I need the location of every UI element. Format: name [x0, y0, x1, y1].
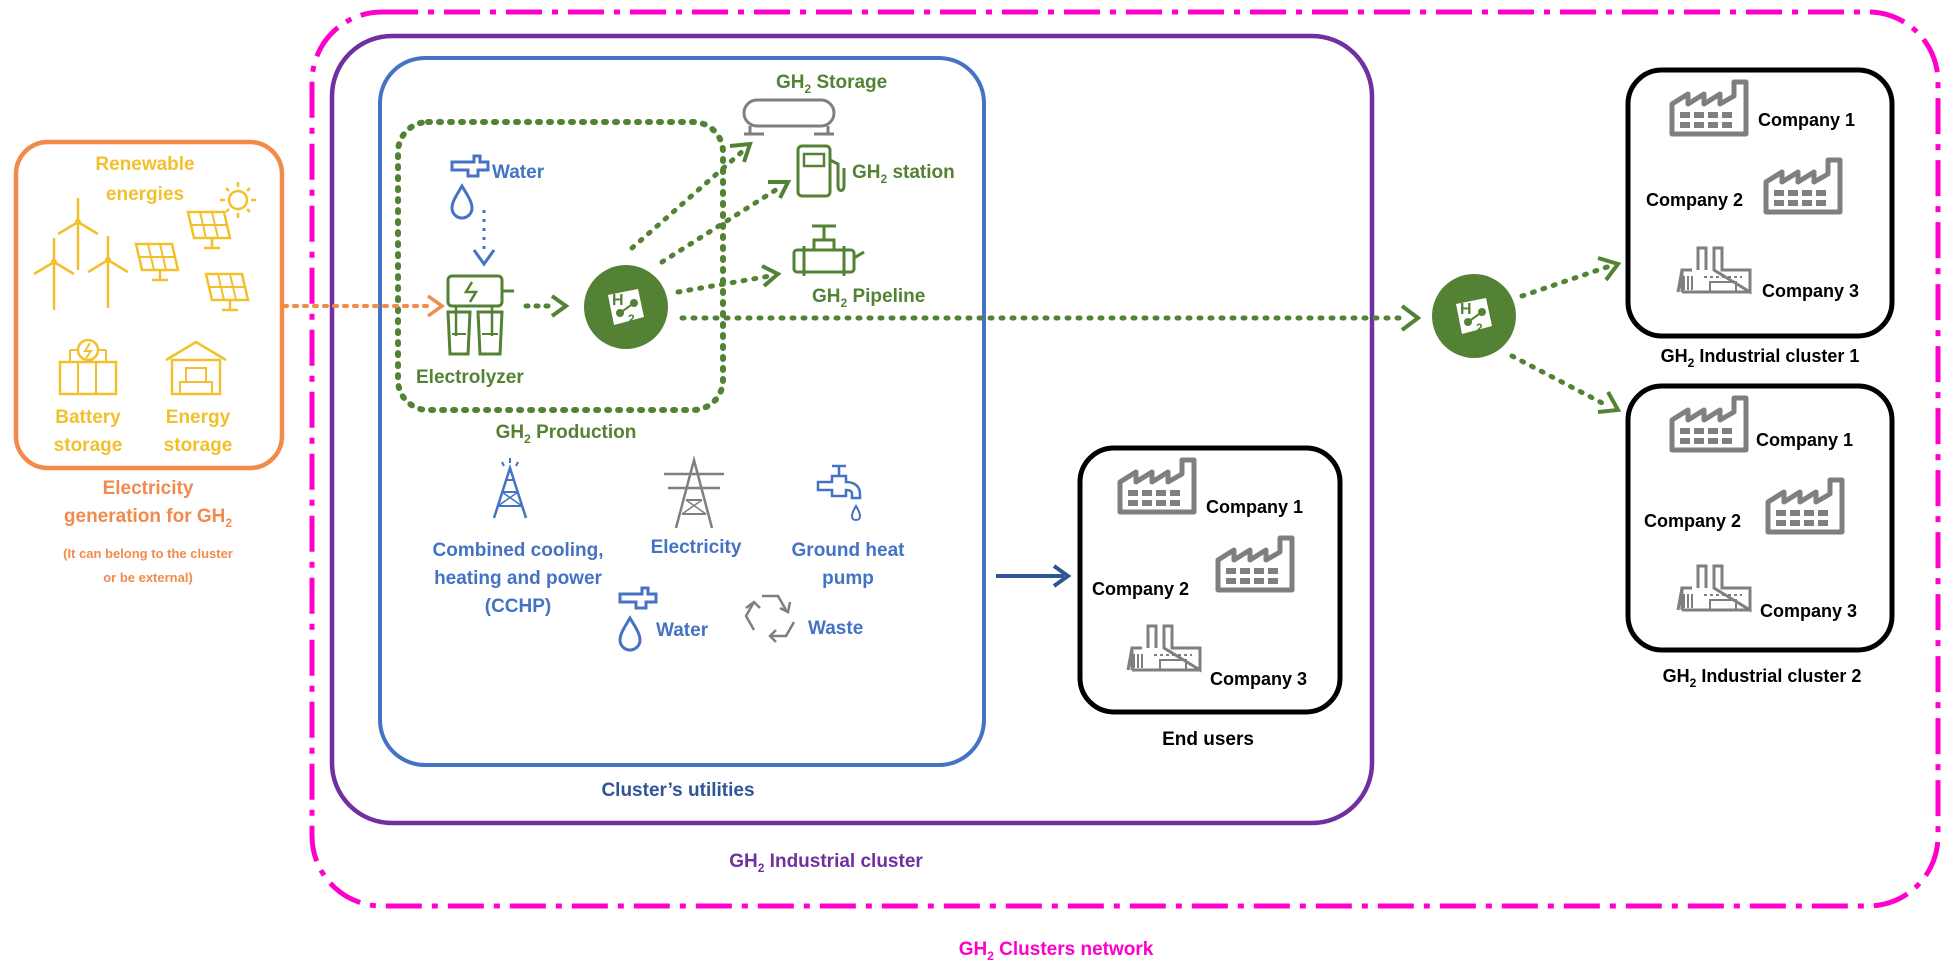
- renewables-title-line1: Renewable: [95, 154, 194, 175]
- cluster1-company-3: Company 3: [1762, 281, 1859, 301]
- cooling-tower-icon: [492, 458, 528, 519]
- cluster2-company-2: Company 2: [1644, 511, 1741, 531]
- cluster1-frame: [1625, 67, 1895, 339]
- gh2-pipeline-label: GH2 Pipeline: [812, 286, 925, 310]
- power-plant-icon: [1126, 624, 1202, 672]
- gh2-production-caption: GH2 Production: [496, 422, 637, 446]
- clusters-network-caption: GH2 Clusters network: [959, 939, 1154, 961]
- ground-heat-pump-icon: [816, 464, 862, 522]
- h2-production-badge: H 2: [583, 264, 669, 350]
- energy-storage-label-line1: Energy: [166, 407, 231, 428]
- fuel-station-icon: [796, 144, 846, 198]
- renewables-title-line2: energies: [106, 184, 184, 205]
- cchp-label-line1: Combined cooling,: [433, 540, 604, 561]
- solar-panel-icon: [186, 210, 232, 250]
- storage-tank-icon: [742, 98, 836, 136]
- electricity-generation-note-line1: (It can belong to the cluster: [63, 546, 233, 561]
- svg-text:2: 2: [1476, 321, 1483, 335]
- ground-heat-pump-label-line2: pump: [822, 568, 874, 589]
- energy-storage-label-line2: storage: [164, 435, 233, 456]
- end-users-company-1: Company 1: [1206, 497, 1303, 517]
- gh2-station-label: GH2 station: [852, 162, 955, 186]
- pipeline-valve-icon: [792, 224, 865, 276]
- svg-text:H: H: [1460, 301, 1472, 318]
- factory-icon: [1672, 82, 1746, 134]
- h2-to-storage-arrow: [629, 147, 747, 251]
- solar-panel-icon: [204, 272, 250, 312]
- waste-label: Waste: [808, 618, 863, 639]
- end-users-caption: End users: [1162, 729, 1254, 750]
- electricity-generation-note-line2: or be external): [103, 570, 193, 585]
- cluster1-caption: GH2 Industrial cluster 1: [1661, 346, 1860, 370]
- sun-icon: [220, 182, 256, 218]
- recycle-icon: [744, 594, 796, 643]
- h2-to-station-arrow: [659, 183, 785, 265]
- electricity-pylon-icon: [664, 455, 724, 529]
- cluster2-frame: [1625, 383, 1895, 653]
- factory-icon: [1120, 460, 1194, 512]
- h2-network-badge: H 2: [1431, 273, 1517, 359]
- battery-storage-label-line2: storage: [54, 435, 123, 456]
- industrial-cluster-frame: [329, 33, 1375, 826]
- cluster2-company-1: Company 1: [1756, 430, 1853, 450]
- wind-turbine-icon: [56, 196, 100, 272]
- cluster-utilities-frame: [378, 56, 986, 767]
- network-to-cluster1-arrow: [1519, 263, 1613, 299]
- utility-water-label: Water: [656, 620, 709, 641]
- cchp-label-line2: heating and power: [434, 568, 602, 589]
- battery-storage-label-line1: Battery: [55, 407, 121, 428]
- end-users-frame: [1077, 445, 1343, 715]
- cchp-label-line3: (CCHP): [485, 596, 552, 617]
- power-plant-icon: [1676, 246, 1752, 294]
- factory-icon: [1766, 160, 1840, 212]
- factory-icon: [1672, 398, 1746, 450]
- electricity-generation-caption-line1: Electricity: [103, 478, 194, 499]
- factory-icon: [1768, 480, 1842, 532]
- end-users-company-3: Company 3: [1210, 669, 1307, 689]
- h2-to-pipeline-arrow: [675, 273, 773, 295]
- cluster-utilities-caption: Cluster’s utilities: [601, 780, 754, 801]
- wind-turbine-icon: [32, 236, 76, 312]
- electrolyzer-icon: [446, 274, 514, 356]
- clusters-network-frame: [309, 9, 1941, 909]
- renewables-frame: [13, 139, 285, 471]
- svg-text:2: 2: [628, 312, 635, 326]
- utility-water-tap-icon: [618, 586, 658, 652]
- gh2-production-frame: [395, 119, 726, 413]
- industrial-cluster-caption: GH2 Industrial cluster: [729, 851, 923, 875]
- ground-heat-pump-label-line1: Ground heat: [792, 540, 906, 561]
- cluster1-company-2: Company 2: [1646, 190, 1743, 210]
- electricity-label: Electricity: [651, 537, 742, 558]
- cluster2-caption: GH2 Industrial cluster 2: [1663, 666, 1862, 690]
- battery-storage-icon: [58, 338, 118, 396]
- water-tap-icon: [450, 154, 490, 220]
- wind-turbine-icon: [86, 234, 130, 310]
- gh2-storage-label: GH2 Storage: [776, 72, 887, 96]
- end-users-company-2: Company 2: [1092, 579, 1189, 599]
- energy-storage-icon: [165, 340, 227, 396]
- solar-panel-icon: [134, 242, 180, 282]
- svg-text:H: H: [612, 292, 624, 309]
- factory-icon: [1218, 538, 1292, 590]
- power-plant-icon: [1676, 564, 1752, 612]
- production-water-label: Water: [492, 162, 545, 183]
- electricity-generation-caption-line2: generation for GH2: [64, 506, 233, 530]
- cluster1-company-1: Company 1: [1758, 110, 1855, 130]
- cluster2-company-3: Company 3: [1760, 601, 1857, 621]
- electrolyzer-label: Electrolyzer: [416, 367, 524, 388]
- network-to-cluster2-arrow: [1509, 353, 1611, 409]
